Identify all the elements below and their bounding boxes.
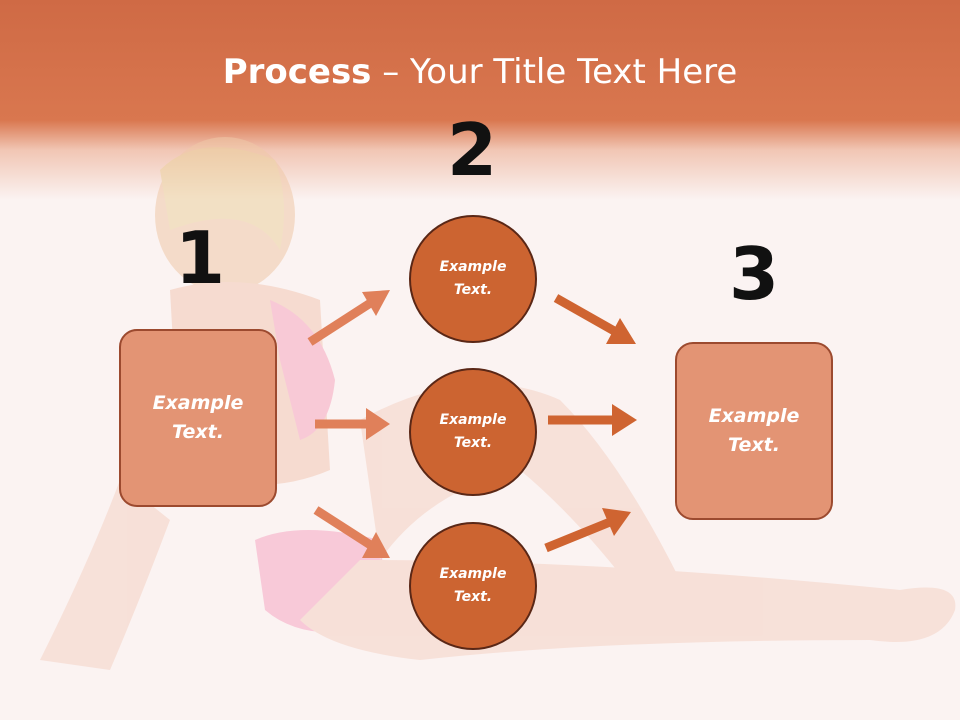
circle-bottom-text: Example Text.	[440, 563, 507, 609]
circle-middle-text: Example Text.	[440, 409, 507, 455]
header-band	[0, 0, 960, 200]
circle-middle: Example Text.	[409, 368, 537, 496]
circle-top: Example Text.	[409, 215, 537, 343]
arrow-top-to-right	[553, 294, 636, 344]
step-number-3: 3	[728, 232, 780, 316]
left-box: Example Text.	[119, 329, 277, 507]
right-box-line-2: Text.	[728, 434, 780, 456]
circle-top-line-2: Text.	[453, 282, 493, 298]
arrow-middle-to-right	[548, 404, 637, 436]
circle-bottom: Example Text.	[409, 522, 537, 650]
arrow-bottom-to-right	[544, 508, 631, 553]
circle-middle-line-1: Example	[439, 412, 507, 428]
circle-top-line-1: Example	[439, 259, 507, 275]
right-box-line-1: Example	[708, 405, 800, 427]
step-number-2: 2	[446, 108, 498, 192]
left-box-line-2: Text.	[172, 421, 224, 443]
arrow-left-to-middle	[315, 408, 390, 440]
arrow-left-to-bottom	[313, 506, 390, 558]
circle-bottom-line-1: Example	[439, 566, 507, 582]
title-rest-part: – Your Title Text Here	[371, 52, 738, 92]
left-box-line-1: Example	[152, 392, 244, 414]
arrow-left-to-top	[307, 290, 390, 346]
circle-top-text: Example Text.	[440, 256, 507, 302]
right-box-text: Example Text.	[709, 402, 800, 460]
left-box-text: Example Text.	[153, 389, 244, 447]
circle-bottom-line-2: Text.	[453, 589, 493, 605]
title-bold-part: Process	[222, 52, 372, 92]
step-number-1: 1	[174, 216, 226, 300]
right-box: Example Text.	[675, 342, 833, 520]
circle-middle-line-2: Text.	[453, 435, 493, 451]
slide-title: Process – Your Title Text Here	[0, 52, 960, 92]
